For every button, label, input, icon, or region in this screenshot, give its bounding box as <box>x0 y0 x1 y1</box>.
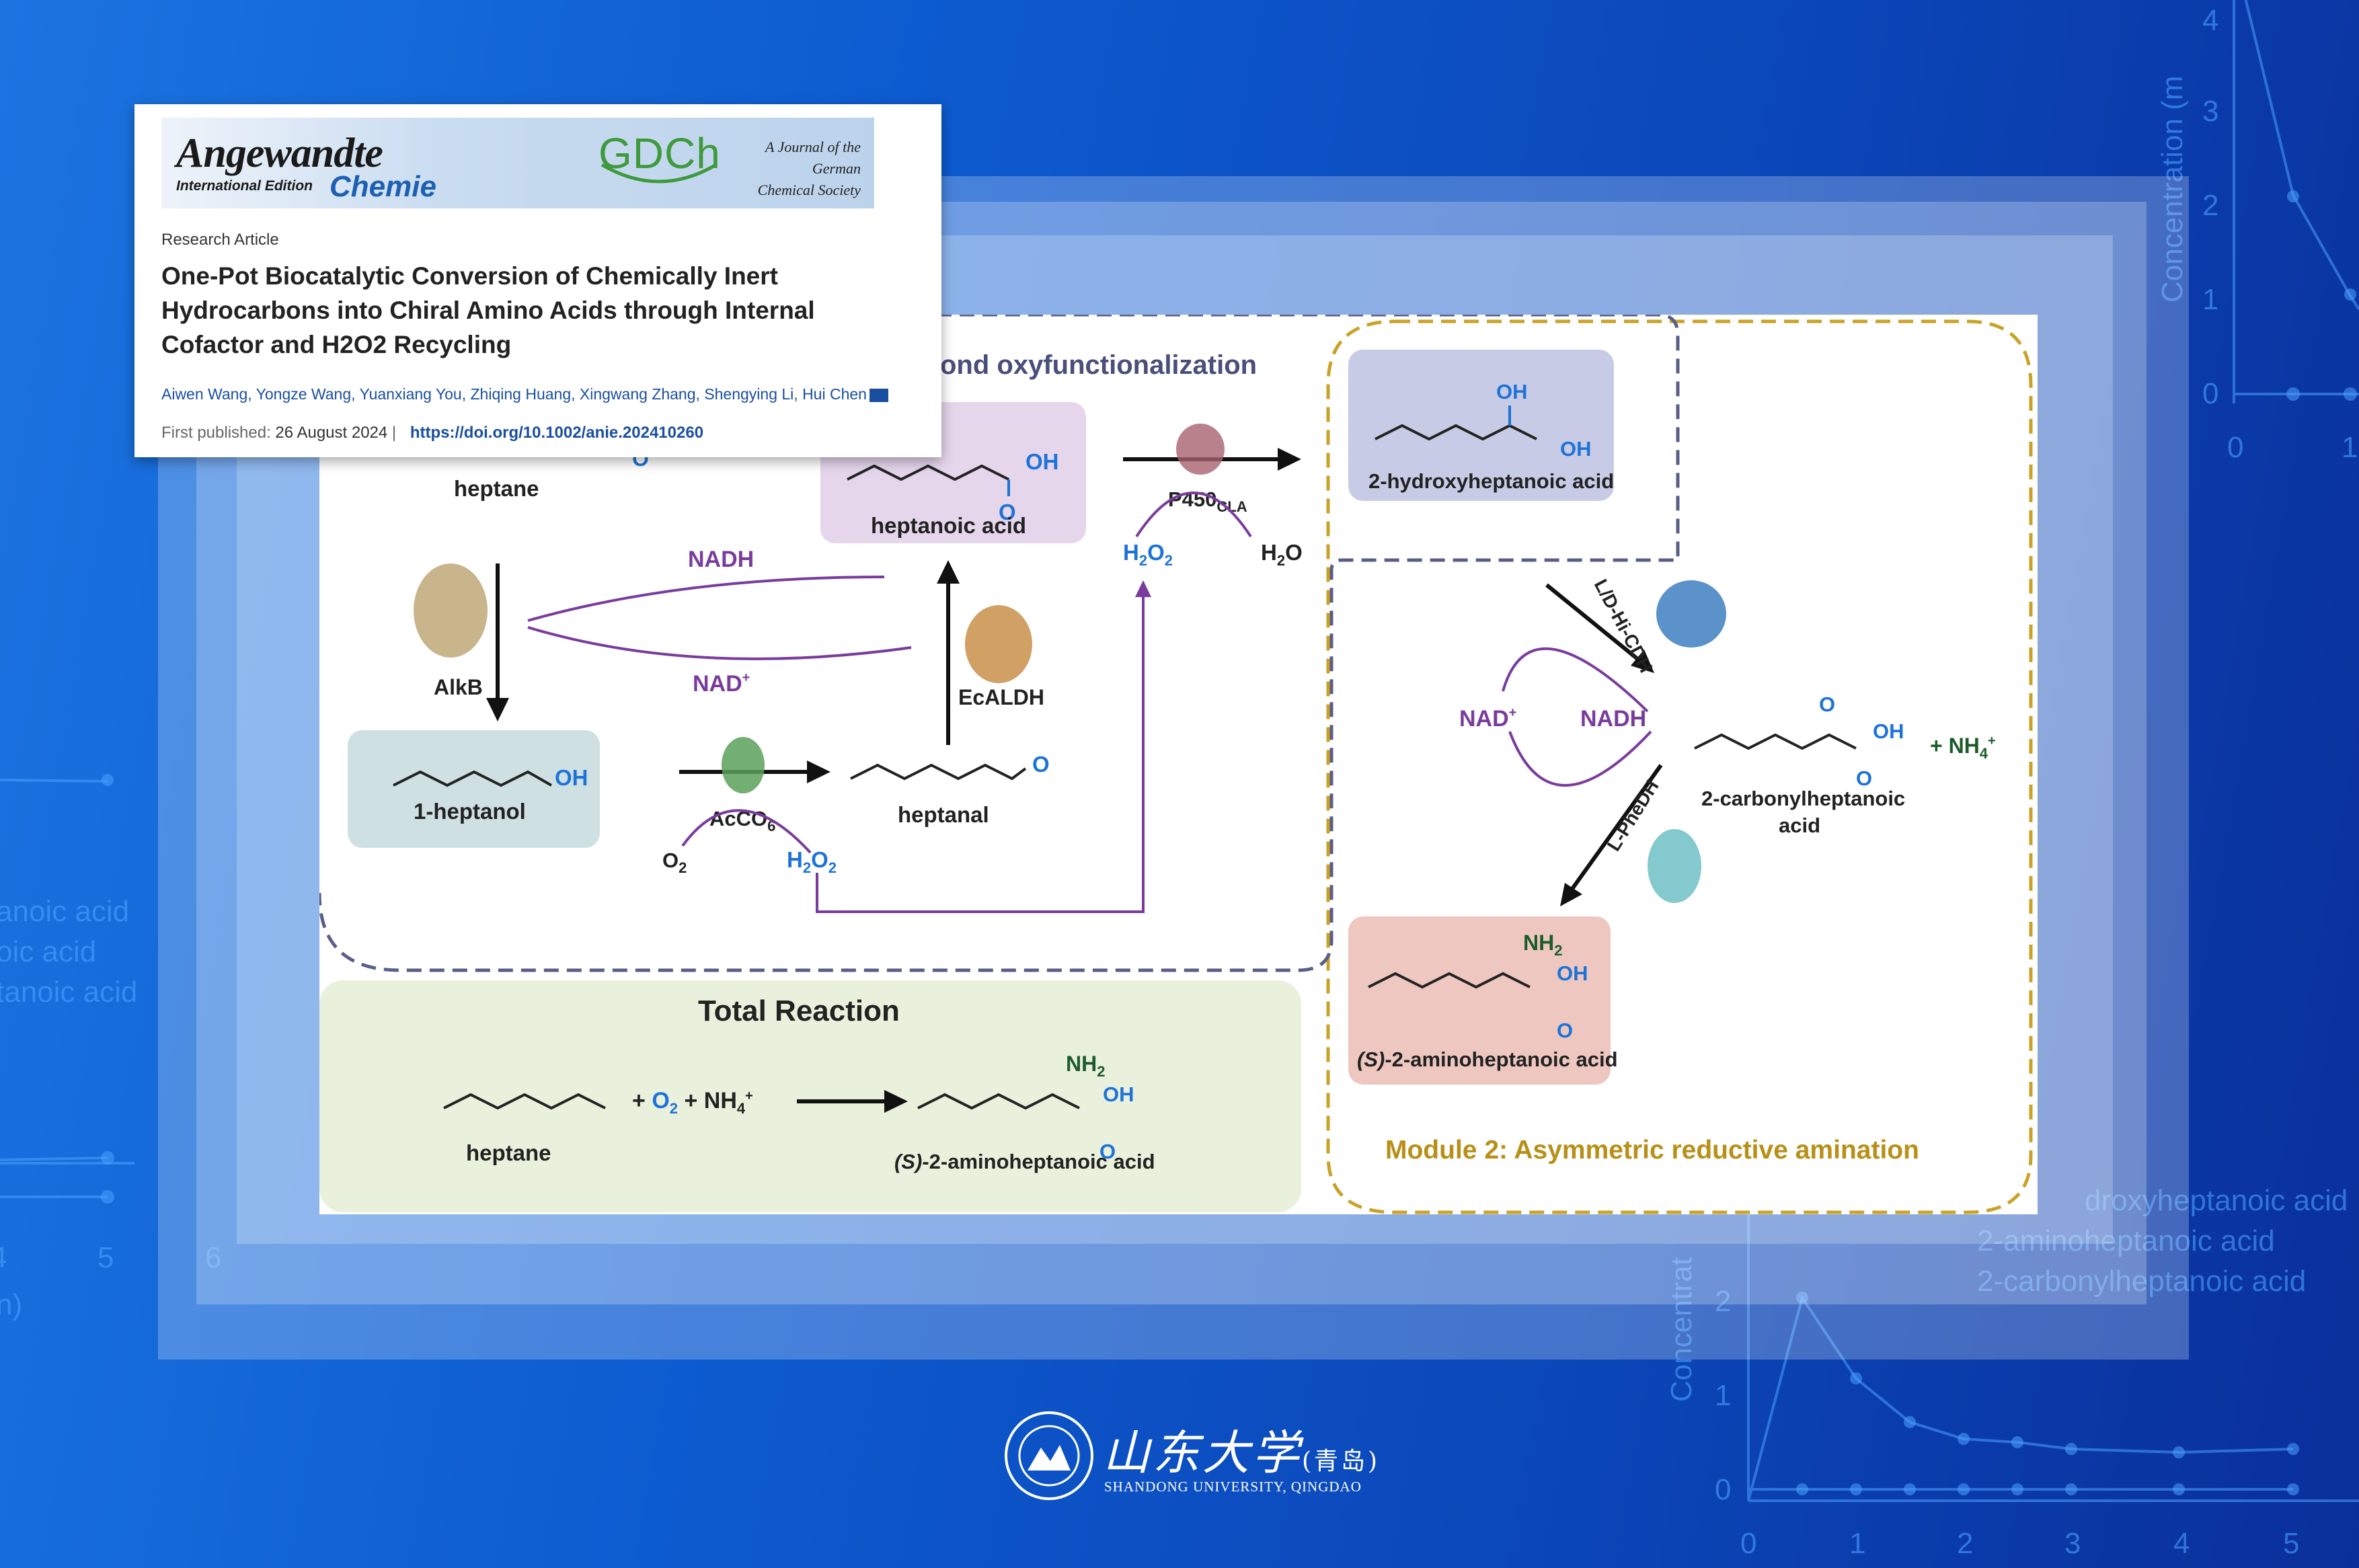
journal-sub: Chemie <box>330 170 436 203</box>
svg-text:OH: OH <box>1873 719 1904 743</box>
heptanal-label: heptanal <box>898 802 989 827</box>
bg-tick: 0 <box>1715 1473 1731 1506</box>
bg-tick: n) <box>0 1288 22 1321</box>
ld-hicdh-label: L/D-Hi-CDH <box>1590 576 1657 676</box>
nad-left: NAD+ <box>693 670 750 697</box>
bg-tick: 1 <box>2342 431 2358 464</box>
total-heptane-label: heptane <box>466 1140 551 1165</box>
svg-text:OH: OH <box>1557 962 1588 985</box>
bg-tick: 2 <box>1715 1285 1731 1318</box>
svg-text:O: O <box>1032 752 1050 777</box>
bg-tick: 4 <box>0 1241 7 1274</box>
module1-title: ond oxyfunctionalization <box>940 350 1257 380</box>
svg-text:O: O <box>999 500 1016 524</box>
svg-text:O: O <box>1819 693 1835 716</box>
university-logo: 山东大学(青岛) SHANDONG UNIVERSITY, QINGDAO <box>1002 1409 1377 1503</box>
university-seal-icon <box>1005 1411 1093 1500</box>
bg-tick: 3 <box>2202 95 2218 128</box>
bg-legend: tanoic acid <box>0 976 137 1009</box>
bg-tick: 4 <box>2202 4 2218 37</box>
doi-link[interactable]: https://doi.org/10.1002/anie.202410260 <box>410 424 704 442</box>
svg-text:O: O <box>1557 1019 1573 1042</box>
svg-text:acid: acid <box>1779 814 1820 837</box>
svg-text:OH: OH <box>1103 1083 1134 1106</box>
total-o2: + O2 + NH4+ <box>632 1088 753 1117</box>
total-amino-label: (S)-2-aminoheptanoic acid <box>894 1150 1155 1173</box>
bg-tick: 4 <box>2173 1527 2190 1560</box>
author-list[interactable]: Aiwen Wang, Yongze Wang, Yuanxiang You, … <box>161 385 928 403</box>
gdch-logo: GDCh <box>598 129 721 178</box>
carbonyl-acid-label: 2-carbonylheptanoic <box>1701 787 1905 810</box>
published-date: 26 August 2024 <box>275 424 388 442</box>
bg-legend: oic acid <box>0 935 96 968</box>
nad-right: NAD+ <box>1459 705 1516 732</box>
svg-text:O: O <box>1856 767 1872 790</box>
bg-axis-label-bottom: Concentrat <box>1665 1257 1698 1402</box>
oh-label: OH <box>1026 449 1059 474</box>
heptanol-label: 1-heptanol <box>414 799 526 824</box>
p450-label: P450CLA <box>1168 487 1247 515</box>
bg-tick: 1 <box>1715 1379 1731 1412</box>
bg-legend: droxyheptanoic acid <box>2085 1184 2348 1217</box>
bg-tick: 2 <box>2202 189 2218 222</box>
bg-tick: 1 <box>2202 283 2218 316</box>
article-title[interactable]: One-Pot Biocatalytic Conversion of Chemi… <box>161 262 815 358</box>
bg-tick: 2 <box>1957 1527 1973 1560</box>
bg-tick: 3 <box>2064 1527 2081 1560</box>
h2o-label: H2O <box>1261 540 1303 569</box>
module2-title: Module 2: Asymmetric reductive amination <box>1385 1136 1919 1165</box>
journal-name: Angewandte <box>176 130 383 176</box>
h2o2-top: H2O2 <box>1123 540 1173 569</box>
article-header-card: Angewandte International Edition Chemie … <box>134 104 941 457</box>
university-name-zh: 山东大学(青岛) <box>1103 1425 1381 1481</box>
bg-axis-label-top: Concentration (m <box>2156 76 2189 303</box>
svg-text:OH: OH <box>1560 437 1592 461</box>
amino-acid-label: (S)-2-aminoheptanoic acid <box>1357 1048 1618 1071</box>
bg-tick: 1 <box>1849 1527 1865 1560</box>
alkb-label: AlkB <box>434 675 483 699</box>
bg-tick: 0 <box>2202 377 2218 410</box>
bg-legend: 2-carbonylheptanoic acid <box>1977 1265 2306 1298</box>
svg-text:OH: OH <box>555 765 588 790</box>
nadh-left: NADH <box>688 547 754 572</box>
journal-banner: Angewandte International Edition Chemie … <box>161 118 874 208</box>
society-tagline: A Journal of the German Chemical Society <box>757 139 861 198</box>
journal-edition: International Edition <box>176 178 313 194</box>
publication-info: First published: 26 August 2024 | https:… <box>161 424 703 442</box>
university-name-en: SHANDONG UNIVERSITY, QINGDAO <box>1104 1479 1362 1495</box>
bg-tick: 6 <box>205 1241 221 1274</box>
bg-tick: 5 <box>2283 1527 2299 1560</box>
bg-tick: 5 <box>98 1241 114 1274</box>
o2-bottom: O2 <box>662 849 687 876</box>
total-reaction-title: Total Reaction <box>698 994 900 1027</box>
svg-text:O: O <box>1099 1140 1116 1163</box>
mail-icon[interactable] <box>869 389 888 402</box>
bg-tick: 0 <box>2227 431 2243 464</box>
published-label: First published: <box>161 424 271 442</box>
ecaldh-label: EcALDH <box>958 685 1044 709</box>
nadh-right: NADH <box>1580 706 1646 732</box>
svg-text:OH: OH <box>1496 380 1528 403</box>
hydroxy-acid-label: 2-hydroxyheptanoic acid <box>1368 469 1614 493</box>
article-type: Research Article <box>161 231 279 249</box>
nh4-right: + NH4+ <box>1930 734 1996 762</box>
bg-legend: anoic acid <box>0 895 129 928</box>
heptanoic-acid-label: heptanoic acid <box>871 513 1026 538</box>
heptane-label: heptane <box>454 476 539 501</box>
reaction-scheme-figure: ond oxyfunctionalization heptane O O OH … <box>319 315 2038 1214</box>
bg-legend: 2-aminoheptanoic acid <box>1977 1224 2275 1257</box>
separator: | <box>391 424 397 442</box>
h2o2-bottom: H2O2 <box>787 847 837 876</box>
bg-tick: 0 <box>1740 1527 1756 1560</box>
gdch-arc-icon <box>601 163 718 184</box>
